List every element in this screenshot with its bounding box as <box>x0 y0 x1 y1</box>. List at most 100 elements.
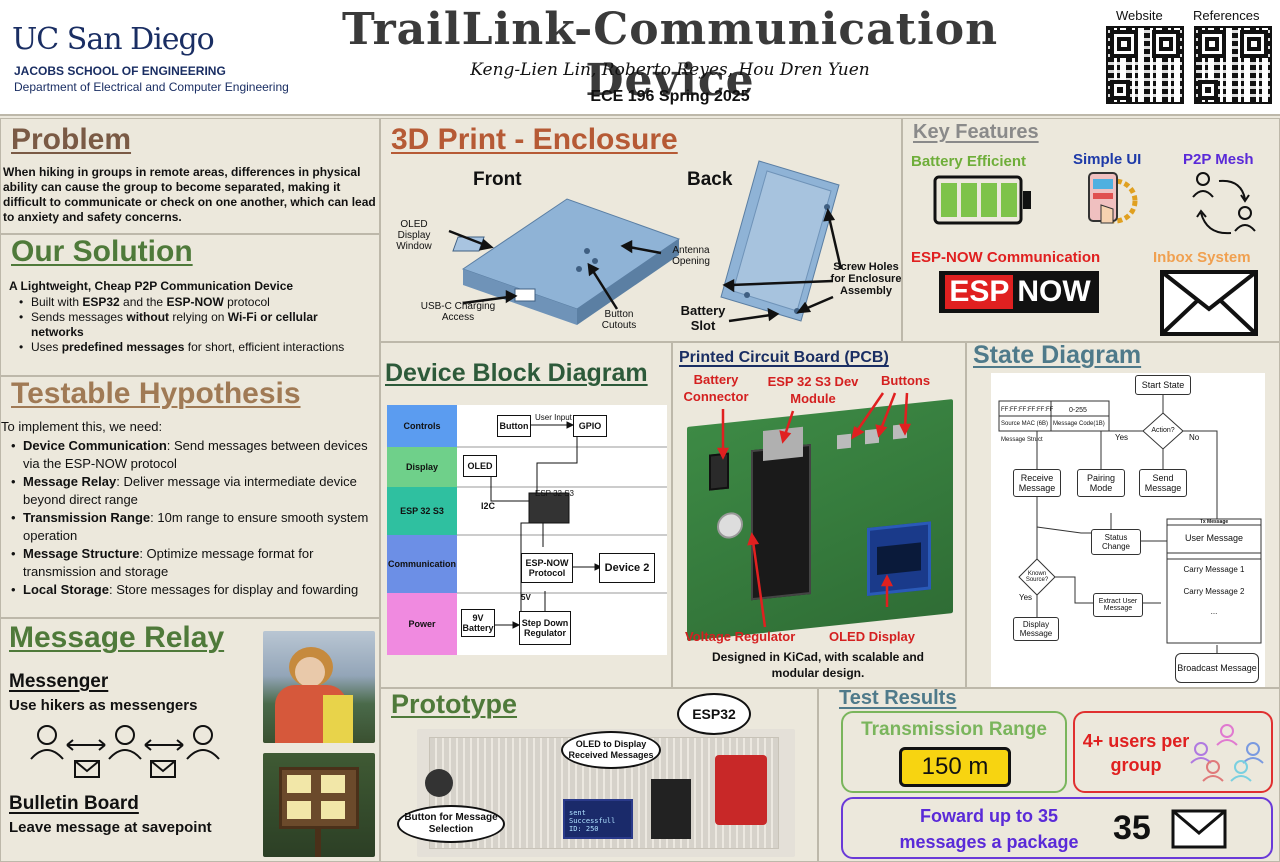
enclosure-panel: 3D Print - Enclosure Front Back OLED Dis… <box>380 118 902 342</box>
yes-known-label: Yes <box>1019 593 1033 602</box>
block-diagram: Controls Display ESP 32 S3 Communication… <box>387 405 667 655</box>
usbc-label: USB-C Charging Access <box>420 301 496 323</box>
src-mac-cell: Source MAC (6B) <box>1001 421 1049 427</box>
inbox-label: Inbox System <box>1153 249 1251 266</box>
status-change-state: Status Change <box>1091 529 1141 555</box>
battery-slot-label: Battery Slot <box>680 303 726 333</box>
ucsd-logo: UC San Diego <box>12 22 215 57</box>
espnow-block: ESP-NOW Protocol <box>521 553 573 583</box>
qr-references-icon[interactable] <box>1194 26 1272 104</box>
forward-text: Foward up to 35 messages a package <box>899 806 1079 852</box>
block-diagram-lines <box>457 421 667 629</box>
esp-module-label: ESP 32 S3 Dev Module <box>767 374 859 406</box>
state-title: State Diagram <box>973 341 1142 369</box>
p2p-mesh-label: P2P Mesh <box>1183 151 1254 168</box>
enclosure-title: 3D Print - Enclosure <box>391 123 678 156</box>
row-esp: ESP 32 S3 <box>387 487 457 535</box>
pcb-caption: Designed in KiCad, with scalable and mod… <box>711 650 925 680</box>
carry-message-1-row: Carry Message 1 <box>1183 565 1245 574</box>
header: UC San Diego JACOBS SCHOOL OF ENGINEERIN… <box>0 0 1280 116</box>
espnow-logo: ESP NOW <box>939 271 1099 313</box>
solution-item: Built with ESP32 and the ESP-NOW protoco… <box>19 295 359 310</box>
oled-block: OLED <box>463 455 497 477</box>
school-name: JACOBS SCHOOL OF ENGINEERING <box>14 64 226 78</box>
back-label: Back <box>687 169 733 190</box>
enclosure-render <box>448 160 843 325</box>
hiker-photo <box>263 631 375 743</box>
range-sign: 150 m <box>899 747 1011 787</box>
pcb-arrows <box>716 392 912 628</box>
department-name: Department of Electrical and Computer En… <box>14 80 289 94</box>
hypothesis-list: Device Communication: Send messages betw… <box>11 437 371 599</box>
state-diagram: FF:FF:FF:FF:FF:FF 0-255 Source MAC (6B) … <box>991 373 1265 687</box>
button-block: Button <box>497 415 531 437</box>
users-text: 4+ users per group <box>1082 731 1190 775</box>
problem-title: Problem <box>11 123 132 156</box>
extract-state: Extract User Message <box>1093 593 1143 617</box>
hypothesis-title: Testable Hypothesis <box>11 377 301 410</box>
hypothesis-panel: Testable Hypothesis To implement this, w… <box>0 376 380 618</box>
messenger-text: Use hikers as messengers <box>9 697 198 714</box>
range-title: Transmission Range <box>861 719 1047 740</box>
row-controls: Controls <box>387 405 457 447</box>
broadcast-state: Broadcast Message <box>1175 653 1259 683</box>
simple-ui-label: Simple UI <box>1073 151 1142 168</box>
poster-title: TrailLink-Communication Device <box>341 4 999 106</box>
bulletin-text: Leave message at savepoint <box>9 819 212 836</box>
relay-panel: Message Relay Messenger Use hikers as me… <box>0 618 380 862</box>
yes-label: Yes <box>1115 433 1129 442</box>
gpio-block: GPIO <box>573 415 607 437</box>
tx-message-label: Tx Message <box>1199 519 1229 525</box>
battery-efficient-label: Battery Efficient <box>911 153 1027 170</box>
espnow-logo-now: NOW <box>1017 275 1091 308</box>
hypothesis-lead: To implement this, we need: <box>1 419 163 434</box>
relay-title: Message Relay <box>9 621 225 654</box>
esp-chip-label: ESP 32 S3 <box>535 489 574 498</box>
action-decision: Action? <box>1151 427 1175 434</box>
features-panel: Key Features Battery Efficient Simple UI… <box>902 118 1280 342</box>
hypothesis-item: Local Storage: Store messages for displa… <box>11 581 371 599</box>
touch-phone-icon <box>1088 172 1138 224</box>
features-title: Key Features <box>913 121 1039 143</box>
espnow-label: ESP-NOW Communication <box>911 249 1101 266</box>
prototype-oled-screen: sent Successfull ID: 250 <box>569 809 616 833</box>
front-label: Front <box>473 169 522 190</box>
row-power: Power <box>387 593 457 655</box>
known-source-decision: Known Source? <box>1025 571 1049 583</box>
no-label: No <box>1189 433 1200 442</box>
row-display: Display <box>387 447 457 487</box>
hypothesis-item: Message Relay: Deliver message via inter… <box>11 473 371 509</box>
solution-title: Our Solution <box>11 235 193 268</box>
block-diagram-title: Device Block Diagram <box>385 359 648 387</box>
send-state: Send Message <box>1139 469 1187 497</box>
more-messages-row: ... <box>1210 607 1218 616</box>
authors: Keng-Lien Lin, Roberto Reyes, Hou Dren Y… <box>470 60 870 80</box>
block-diagram-panel: Device Block Diagram Controls Display ES… <box>380 342 672 688</box>
display-state: Display Message <box>1013 617 1059 641</box>
group-icon <box>1190 724 1264 782</box>
qr-website-icon[interactable] <box>1106 26 1184 104</box>
user-input-label: User Input <box>535 413 572 422</box>
solution-panel: Our Solution A Lightweight, Cheap P2P Co… <box>0 234 380 376</box>
row-communication: Communication <box>387 535 457 593</box>
pcb-title: Printed Circuit Board (PCB) <box>679 349 889 366</box>
users-card: 4+ users per group <box>1073 711 1273 793</box>
range-card: Transmission Range 150 m <box>841 711 1067 793</box>
solution-item: Uses predefined messages for short, effi… <box>19 340 359 355</box>
state-panel: State Diagram <box>966 341 1280 688</box>
state-diagram-lines <box>998 393 1262 677</box>
forward-card: Foward up to 35 messages a package 35 <box>841 797 1273 859</box>
button-cutouts-label: Button Cutouts <box>601 309 637 331</box>
forward-envelope-icon <box>1171 809 1227 849</box>
qr-website-label: Website <box>1116 8 1163 23</box>
problem-text: When hiking in groups in remote areas, d… <box>3 165 376 224</box>
qr-references-label: References <box>1193 8 1260 23</box>
msg-code-cell: Message Code(1B) <box>1053 421 1105 427</box>
battery-icon <box>933 175 1031 225</box>
solution-list: Built with ESP32 and the ESP-NOW protoco… <box>19 295 359 355</box>
receive-state: Receive Message <box>1013 469 1061 497</box>
bulletin-board-photo <box>263 753 375 857</box>
start-state: Start State <box>1135 375 1191 395</box>
mesh-icon <box>1192 172 1256 235</box>
hypothesis-item: Transmission Range: 10m range to ensure … <box>11 509 371 545</box>
